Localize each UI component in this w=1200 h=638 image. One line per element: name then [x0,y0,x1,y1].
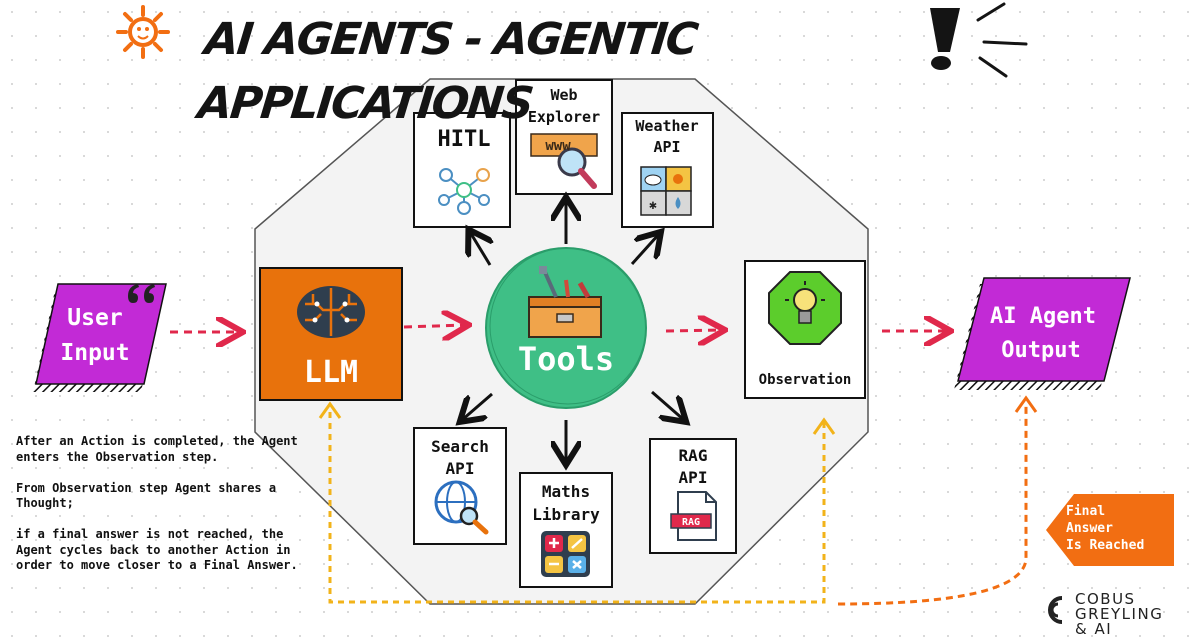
agent-output-node [954,277,1131,390]
page-title: AI AGENTS - AGENTIC APPLICATIONS [195,14,699,129]
weather-label-line2: API [653,138,680,156]
observation-node [744,260,866,399]
note-paragraph-1: After an Action is completed, the Agent … [16,434,298,464]
brain-icon [297,286,365,338]
rag-card [649,438,737,554]
maths-label-line2: Library [532,505,600,524]
weather-label-line1: Weather [635,117,698,135]
user-input-line1: User [67,305,122,331]
rag-label-line2: API [679,468,708,487]
hitl-label: HITL [438,127,491,152]
final-answer-badge [1046,494,1174,566]
llm-label: LLM [303,355,359,390]
tools-node [485,247,647,409]
observation-label: Observation [759,372,852,388]
loop-arrow [328,408,826,604]
brand-line1: COBUS GREYLING [1075,590,1164,623]
web-label-line1: Web [550,86,577,104]
maths-label-line1: Maths [542,482,590,501]
output-line1: AI Agent [990,304,1096,329]
explanation-note: After an Action is completed, the Agent … [16,434,306,589]
magnifier-icon [557,147,597,189]
output-line2: Output [1001,338,1080,363]
brand-logo-icon [1048,596,1063,624]
sun-icon [116,5,170,59]
final-answer-text: Final Answer Is Reached [1066,503,1166,554]
quote-icon [128,284,155,303]
tool-arrows [462,200,684,462]
main-flow-arrows [170,325,948,332]
tools-label: Tools [517,340,615,378]
final-answer-arrow [837,404,1028,606]
user-input-line2: Input [60,340,129,366]
brand-name: COBUS GREYLING & AI [1075,592,1200,637]
loop-arrowhead-llm [318,401,342,419]
document-icon [670,491,717,541]
toolbox-icon [528,266,602,338]
rag-doc-label: RAG [682,517,700,528]
llm-node [259,267,403,401]
weather-icon: ✱ [640,166,692,216]
user-input-node [33,283,167,392]
search-label-line1: Search [431,437,489,456]
exclamation-icon [930,2,1028,78]
final-answer-line1: Final [1066,504,1106,519]
svg-text:✱: ✱ [649,198,657,213]
globe-search-icon [434,480,489,535]
calculator-icon [541,531,590,577]
maths-card [519,472,613,588]
brand-line2: & AI [1075,620,1113,638]
loop-arrowhead-observation [812,417,836,435]
final-arrowhead [1014,395,1038,413]
final-answer-line3: Is Reached [1066,538,1145,553]
web-explorer-card [515,79,613,195]
note-paragraph-3: if a final answer is not reached, the Ag… [16,527,298,572]
web-label-line2: Explorer [528,108,600,126]
www-sign: www [545,138,571,154]
search-card [413,427,507,545]
final-answer-line2: Answer [1066,521,1113,536]
rag-label-line1: RAG [679,446,708,465]
weather-card: ✱ [621,112,714,228]
hitl-card [413,112,511,228]
note-paragraph-2: From Observation step Agent shares a Tho… [16,480,277,511]
search-label-line2: API [446,459,475,478]
network-icon [438,168,490,215]
